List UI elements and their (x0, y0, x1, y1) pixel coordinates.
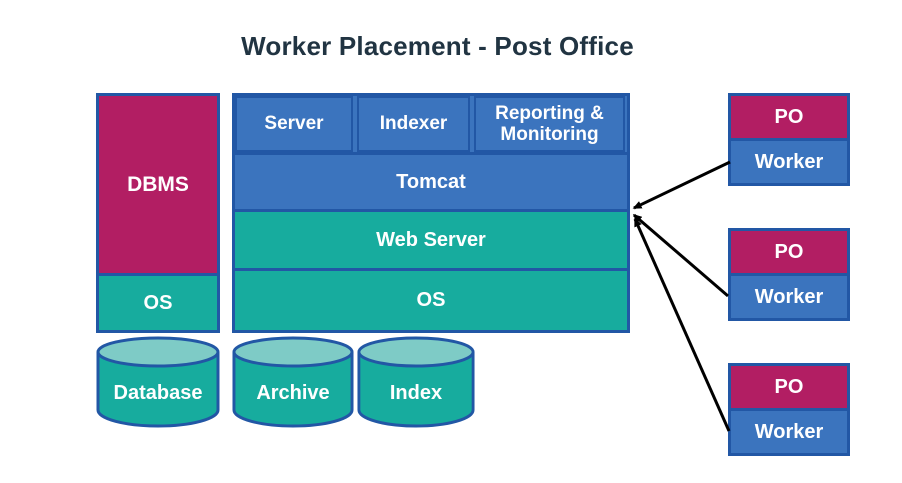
left-os-box: OS (96, 273, 220, 333)
arrow-worker3-to-stack (633, 217, 731, 432)
worker-box-3: Worker (728, 408, 850, 456)
web-server-box: Web Server (232, 209, 630, 271)
cylinder-shape-icon (96, 336, 220, 428)
cylinder-shape-icon (232, 336, 354, 428)
po-box-2: PO (728, 228, 850, 276)
index-cylinder: Index (357, 336, 475, 428)
reporting-monitoring-box: Reporting & Monitoring (474, 96, 625, 152)
middle-top-row: Server Indexer Reporting & Monitoring (232, 93, 630, 155)
cylinder-shape-icon (357, 336, 475, 428)
tomcat-box: Tomcat (232, 152, 630, 212)
archive-label: Archive (256, 381, 330, 404)
arrow-worker1-to-stack (632, 160, 731, 210)
worker-box-1: Worker (728, 138, 850, 186)
index-label: Index (389, 381, 443, 404)
dbms-box: DBMS (96, 93, 220, 276)
server-box: Server (235, 96, 353, 152)
database-cylinder: Database (96, 336, 220, 428)
diagram-title: Worker Placement - Post Office (241, 31, 634, 61)
po-box-1: PO (728, 93, 850, 141)
indexer-box: Indexer (357, 96, 470, 152)
arrow-worker2-to-stack (632, 213, 729, 298)
middle-os-box: OS (232, 268, 630, 333)
po-box-3: PO (728, 363, 850, 411)
database-label: Database (113, 381, 203, 404)
worker-box-2: Worker (728, 273, 850, 321)
archive-cylinder: Archive (232, 336, 354, 428)
